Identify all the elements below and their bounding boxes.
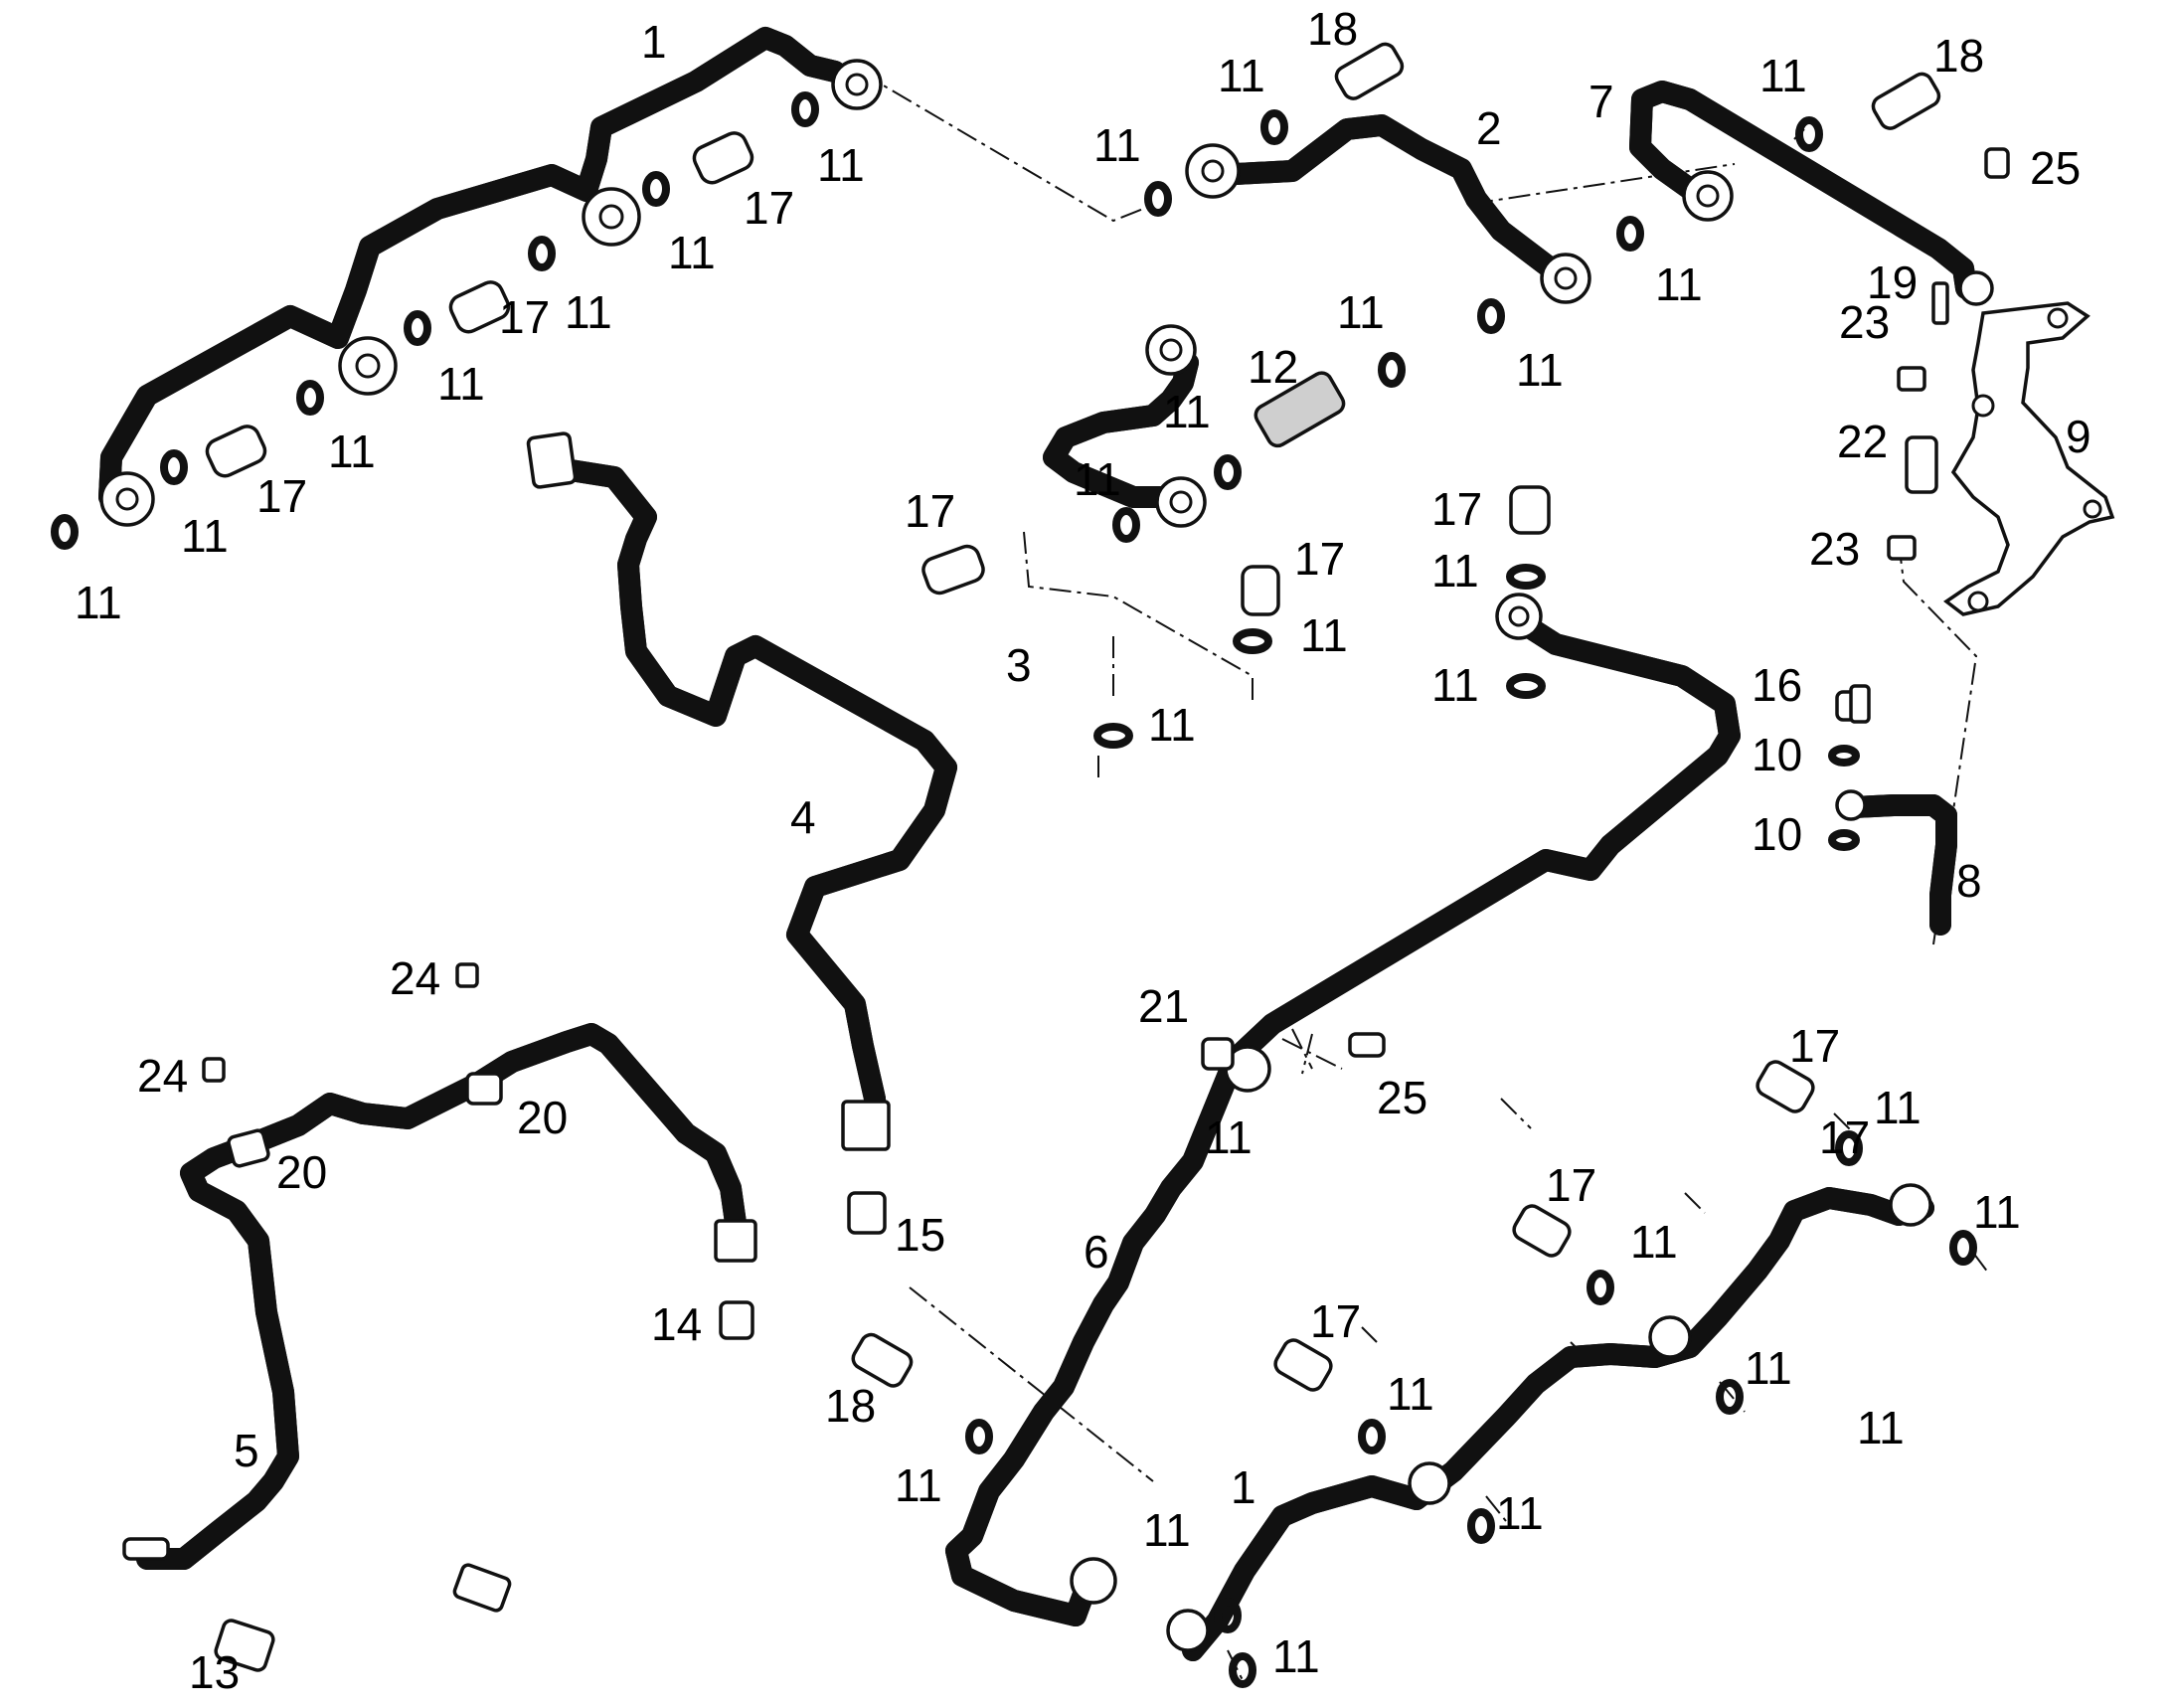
callout-10: 10: [1752, 729, 1802, 780]
callout-11: 11: [1431, 659, 1479, 711]
callout-17: 17: [1431, 483, 1482, 535]
callout-17: 17: [1546, 1159, 1596, 1211]
callout-18: 18: [825, 1380, 876, 1432]
callout-11: 11: [75, 577, 122, 628]
callout-17: 17: [499, 291, 550, 343]
callout-11: 11: [1431, 545, 1479, 597]
callout-11: 11: [1630, 1216, 1678, 1268]
callout-8: 8: [1956, 855, 1982, 907]
callout-11: 11: [328, 426, 376, 477]
callout-11: 11: [668, 227, 716, 278]
callout-17: 17: [905, 485, 955, 537]
callout-16: 16: [1752, 659, 1802, 711]
bolts: [202, 42, 2010, 1392]
callout-11: 11: [1973, 1186, 2021, 1238]
callout-2: 2: [1476, 102, 1502, 154]
callout-7: 7: [1588, 76, 1614, 127]
callout-11: 11: [817, 139, 865, 191]
callout-17: 17: [744, 182, 794, 234]
misc-parts: [122, 281, 1949, 1561]
callout-11: 11: [437, 358, 485, 410]
callout-11: 11: [1272, 1630, 1320, 1682]
callout-17: 17: [256, 470, 307, 522]
callout-1: 1: [1231, 1461, 1256, 1513]
callout-18: 18: [1933, 30, 1984, 82]
callout-11: 11: [1300, 609, 1348, 661]
callout-14: 14: [651, 1298, 702, 1350]
callout-24: 24: [390, 952, 440, 1004]
callout-17: 17: [1310, 1295, 1361, 1347]
callout-11: 11: [1093, 119, 1141, 171]
callout-11: 11: [1874, 1082, 1922, 1133]
callout-17: 17: [1294, 533, 1345, 585]
callout-11: 11: [1143, 1504, 1191, 1556]
callout-20: 20: [276, 1146, 327, 1198]
callout-22: 22: [1837, 416, 1888, 467]
callout-11: 11: [1163, 386, 1211, 437]
callout-11: 11: [1496, 1487, 1544, 1539]
callout-11: 11: [565, 286, 612, 338]
callout-11: 11: [1205, 1111, 1253, 1163]
callout-13: 13: [189, 1646, 240, 1698]
callout-10: 10: [1752, 808, 1802, 860]
callout-17: 17: [1789, 1020, 1840, 1072]
callout-24: 24: [137, 1050, 188, 1102]
callout-labels: 1 1 2 3 4 5 6 7 8 9 10 10 11 11 11 11 11…: [75, 3, 2091, 1698]
nut-fittings: [214, 431, 891, 1672]
callout-11: 11: [1148, 699, 1196, 751]
callout-11: 11: [1387, 1368, 1434, 1420]
callout-20: 20: [517, 1092, 568, 1143]
callout-21: 21: [1138, 980, 1189, 1032]
callout-11: 11: [1655, 258, 1703, 310]
callout-25: 25: [2030, 142, 2081, 194]
callout-11: 11: [181, 510, 229, 562]
callout-11: 11: [1218, 50, 1265, 101]
callout-11: 11: [1337, 286, 1385, 338]
callout-23: 23: [1809, 523, 1860, 575]
callout-17: 17: [1819, 1111, 1870, 1163]
callout-18: 18: [1307, 3, 1358, 55]
callout-11: 11: [1857, 1402, 1905, 1453]
callout-5: 5: [234, 1425, 259, 1476]
callout-3: 3: [1006, 639, 1032, 691]
callout-15: 15: [895, 1209, 945, 1261]
callout-11: 11: [1516, 344, 1564, 396]
callout-6: 6: [1084, 1226, 1109, 1278]
callout-11: 11: [1745, 1342, 1792, 1394]
callout-25: 25: [1377, 1072, 1427, 1123]
callout-1: 1: [641, 16, 667, 68]
callout-19: 19: [1867, 256, 1918, 308]
callout-23: 23: [1839, 296, 1890, 348]
callout-4: 4: [790, 791, 816, 843]
bracket-9: [1943, 301, 2115, 616]
sealing-rings: [51, 91, 1977, 1688]
callout-12: 12: [1248, 341, 1298, 393]
callout-11: 11: [895, 1459, 942, 1511]
callout-9: 9: [2066, 411, 2091, 462]
callout-11: 11: [1074, 453, 1121, 505]
callout-11: 11: [1759, 50, 1807, 101]
